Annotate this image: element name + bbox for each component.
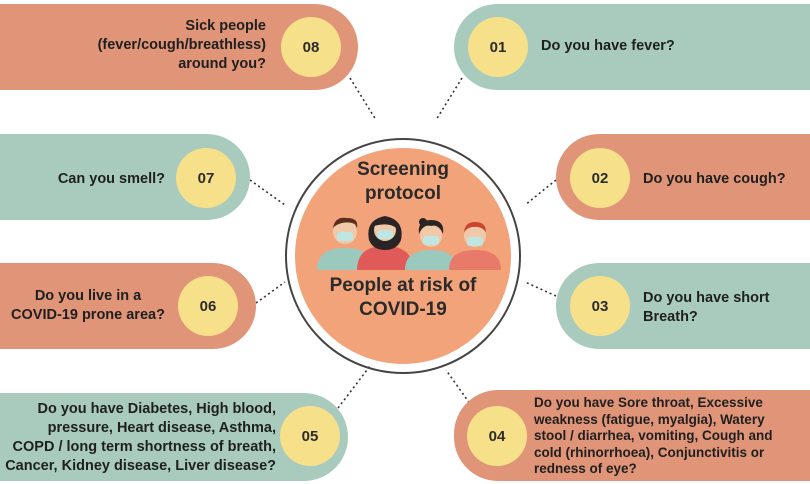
connector-06 — [255, 281, 286, 304]
item-08-text: Sick people (fever/cough/breathless) aro… — [97, 18, 266, 72]
connector-02 — [524, 179, 557, 206]
item-04-badge: 04 — [467, 406, 527, 466]
item-06-text: Do you live in a COVID-19 prone area? — [11, 288, 165, 323]
people-illustration — [317, 216, 501, 270]
item-01-text: Do you have fever? — [541, 38, 675, 54]
connector-05 — [334, 365, 371, 413]
item-03-text: Do you have short Breath? — [643, 290, 770, 325]
center-title: Screening protocol — [357, 159, 449, 204]
item-08-badge: 08 — [281, 17, 341, 77]
item-06-badge: 06 — [178, 276, 238, 336]
connector-07 — [249, 179, 286, 206]
person-3-icon — [405, 218, 457, 270]
item-07-text: Can you smell? — [57, 171, 165, 187]
connector-03 — [524, 281, 557, 297]
person-2-icon — [357, 216, 413, 270]
item-02-text: Do you have cough? — [643, 171, 786, 187]
center-ring — [285, 138, 521, 374]
item-02-badge: 02 — [570, 148, 630, 208]
item-03-badge: 03 — [570, 276, 630, 336]
item-01-badge: 01 — [468, 17, 528, 77]
connector-04 — [445, 369, 479, 416]
item-05-text: Do you have Diabetes, High blood, pressu… — [5, 401, 276, 474]
item-05-badge: 05 — [280, 406, 340, 466]
center-subtitle: People at risk of COVID-19 — [329, 275, 477, 320]
connector-01 — [435, 77, 463, 121]
person-4-icon — [449, 222, 501, 270]
connector-08 — [349, 77, 377, 121]
item-07-badge: 07 — [176, 148, 236, 208]
item-04-text: Do you have Sore throat, Excessive weakn… — [534, 395, 773, 476]
